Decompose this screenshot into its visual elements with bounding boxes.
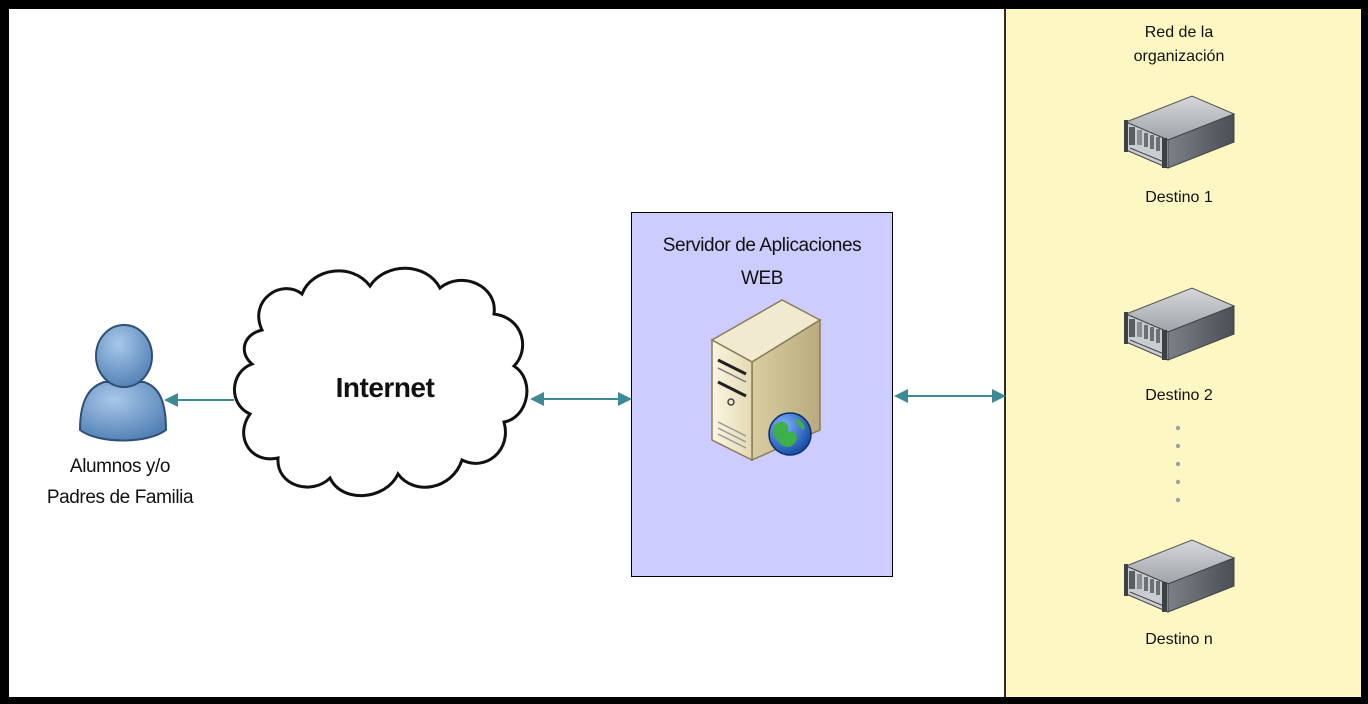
destination-server-2-icon <box>1123 287 1235 361</box>
ellipsis-dots <box>1175 425 1181 503</box>
internet-cloud-icon <box>233 266 529 498</box>
users-label-line-1: Alumnos y/o <box>69 456 171 477</box>
arrow-internet-to-users <box>164 393 234 407</box>
destination-1-label: Destino 1 <box>1145 189 1213 206</box>
internet-label: Internet <box>335 372 435 403</box>
globe-icon <box>768 412 812 456</box>
destination-2-label: Destino 2 <box>1145 387 1213 404</box>
app-server-label-line-1: Servidor de Aplicaciones <box>662 235 862 256</box>
user-icon <box>78 324 168 442</box>
arrow-internet-to-server <box>530 392 632 406</box>
org-network-label-line-2: organización <box>1133 48 1225 65</box>
destination-n-label: Destino n <box>1145 631 1213 648</box>
arrow-server-to-organization <box>894 389 1006 403</box>
app-server-label-line-2: WEB <box>740 268 784 289</box>
destination-server-n-icon <box>1123 539 1235 613</box>
org-network-label-line-1: Red de la <box>1144 24 1214 41</box>
users-label-line-2: Padres de Familia <box>46 487 194 508</box>
destination-server-1-icon <box>1123 95 1235 169</box>
